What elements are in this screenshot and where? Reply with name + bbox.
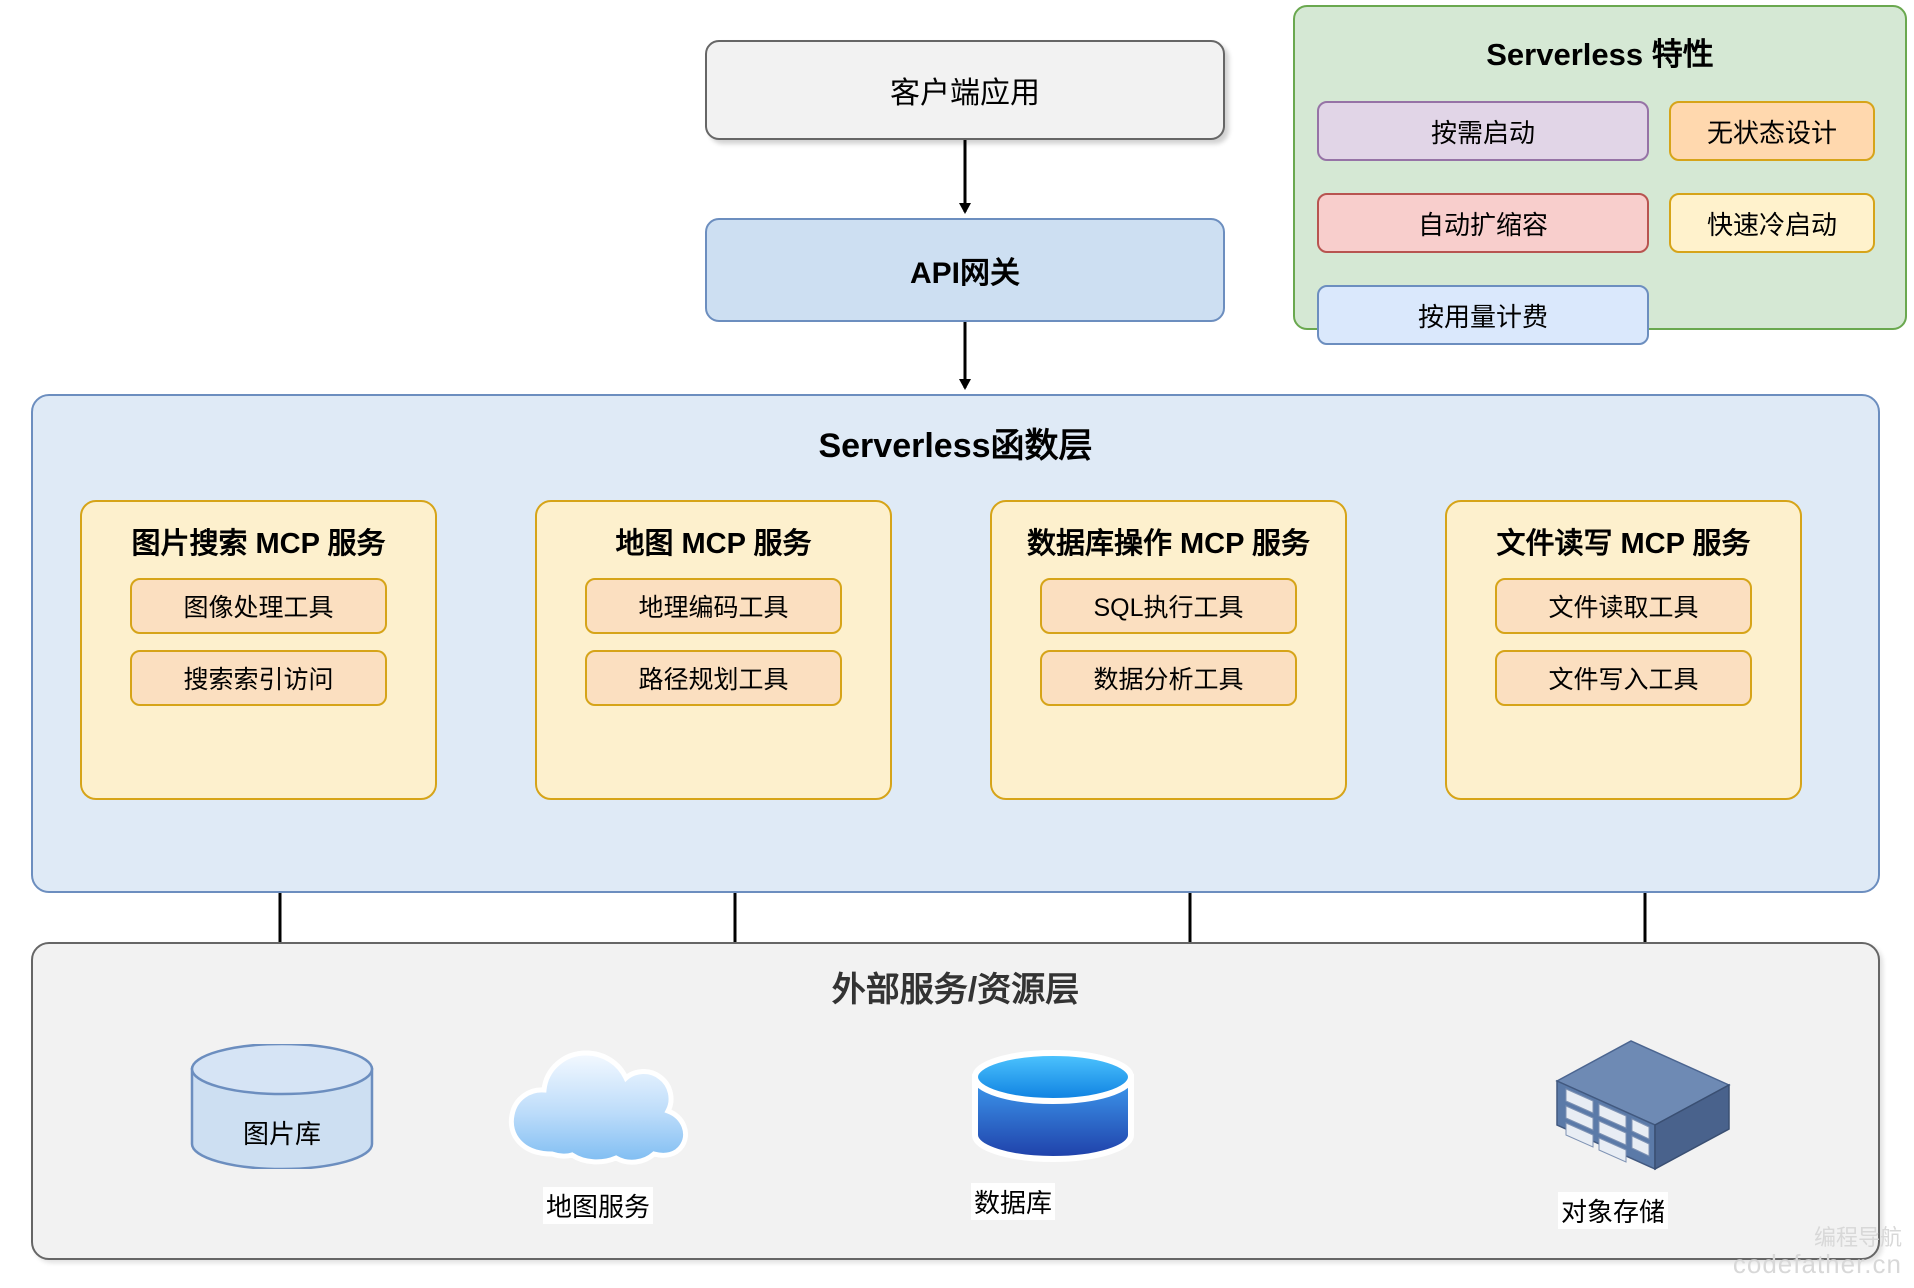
service-card-image-search[interactable]: 图片搜索 MCP 服务 图像处理工具 搜索索引访问 — [80, 500, 437, 800]
watermark-line-2: codefather.cn — [1732, 1249, 1902, 1280]
client-application-label: 客户端应用 — [890, 77, 1040, 110]
feature-label: 快速冷启动 — [1706, 209, 1837, 240]
storage-rack-icon — [1555, 1040, 1731, 1171]
serverless-function-layer: Serverless函数层 图片搜索 MCP 服务 图像处理工具 搜索索引访问 … — [31, 394, 1880, 893]
tool-box[interactable]: 文件写入工具 — [1495, 650, 1752, 706]
tool-box[interactable]: 图像处理工具 — [130, 578, 387, 634]
resource-label: 地图服务 — [542, 1187, 653, 1224]
serverless-layer-title: Serverless函数层 — [818, 427, 1093, 465]
resource-node-database[interactable]: 数据库 — [923, 1047, 1183, 1220]
cloud-icon — [508, 1050, 688, 1165]
watermark: 编程导航 codefather.cn — [1733, 1225, 1902, 1280]
service-card-title: 文件读写 MCP 服务 — [1496, 528, 1751, 560]
tool-box[interactable]: 路径规划工具 — [585, 650, 842, 706]
feature-pill-usage-billing[interactable]: 按用量计费 — [1317, 285, 1649, 345]
watermark-line-1: 编程导航 — [1813, 1224, 1902, 1250]
feature-label: 自动扩缩容 — [1417, 209, 1548, 240]
feature-label: 按用量计费 — [1417, 301, 1548, 332]
database-3d-icon — [972, 1050, 1134, 1162]
feature-label: 按需启动 — [1430, 117, 1535, 148]
feature-label: 无状态设计 — [1706, 117, 1837, 148]
external-resource-layer: 外部服务/资源层 图片库 — [31, 942, 1880, 1260]
resource-node-map-service[interactable]: 地图服务 — [468, 1039, 728, 1224]
api-gateway-label: API网关 — [909, 257, 1020, 290]
service-card-title: 图片搜索 MCP 服务 — [131, 528, 386, 560]
resource-label: 图片库 — [242, 1119, 321, 1149]
api-gateway-node[interactable]: API网关 — [705, 218, 1225, 322]
service-card-database-ops[interactable]: 数据库操作 MCP 服务 SQL执行工具 数据分析工具 — [990, 500, 1347, 800]
tool-box[interactable]: 数据分析工具 — [1040, 650, 1297, 706]
tool-box[interactable]: SQL执行工具 — [1040, 578, 1297, 634]
client-application-node[interactable]: 客户端应用 — [705, 40, 1225, 140]
tool-box[interactable]: 文件读取工具 — [1495, 578, 1752, 634]
resource-node-image-repository[interactable]: 图片库 — [152, 1042, 412, 1174]
feature-pill-stateless-design[interactable]: 无状态设计 — [1669, 101, 1875, 161]
tool-box[interactable]: 地理编码工具 — [585, 578, 842, 634]
feature-pill-auto-scaling[interactable]: 自动扩缩容 — [1317, 193, 1649, 253]
serverless-features-title: Serverless 特性 — [1486, 37, 1714, 72]
feature-pill-fast-cold-start[interactable]: 快速冷启动 — [1669, 193, 1875, 253]
service-card-file-io[interactable]: 文件读写 MCP 服务 文件读取工具 文件写入工具 — [1445, 500, 1802, 800]
external-layer-title: 外部服务/资源层 — [831, 971, 1080, 1009]
feature-pill-on-demand-start[interactable]: 按需启动 — [1317, 101, 1649, 161]
service-card-title: 地图 MCP 服务 — [615, 528, 812, 560]
resource-node-object-storage[interactable]: 对象存储 — [1513, 1029, 1773, 1229]
database-cylinder-icon — [190, 1042, 374, 1171]
service-card-title: 数据库操作 MCP 服务 — [1026, 528, 1311, 560]
resource-label: 数据库 — [970, 1183, 1055, 1220]
resource-label: 对象存储 — [1557, 1192, 1668, 1229]
tool-box[interactable]: 搜索索引访问 — [130, 650, 387, 706]
service-card-map[interactable]: 地图 MCP 服务 地理编码工具 路径规划工具 — [535, 500, 892, 800]
serverless-features-panel: Serverless 特性 按需启动 自动扩缩容 按用量计费 无状态设计 快速冷… — [1293, 5, 1907, 345]
